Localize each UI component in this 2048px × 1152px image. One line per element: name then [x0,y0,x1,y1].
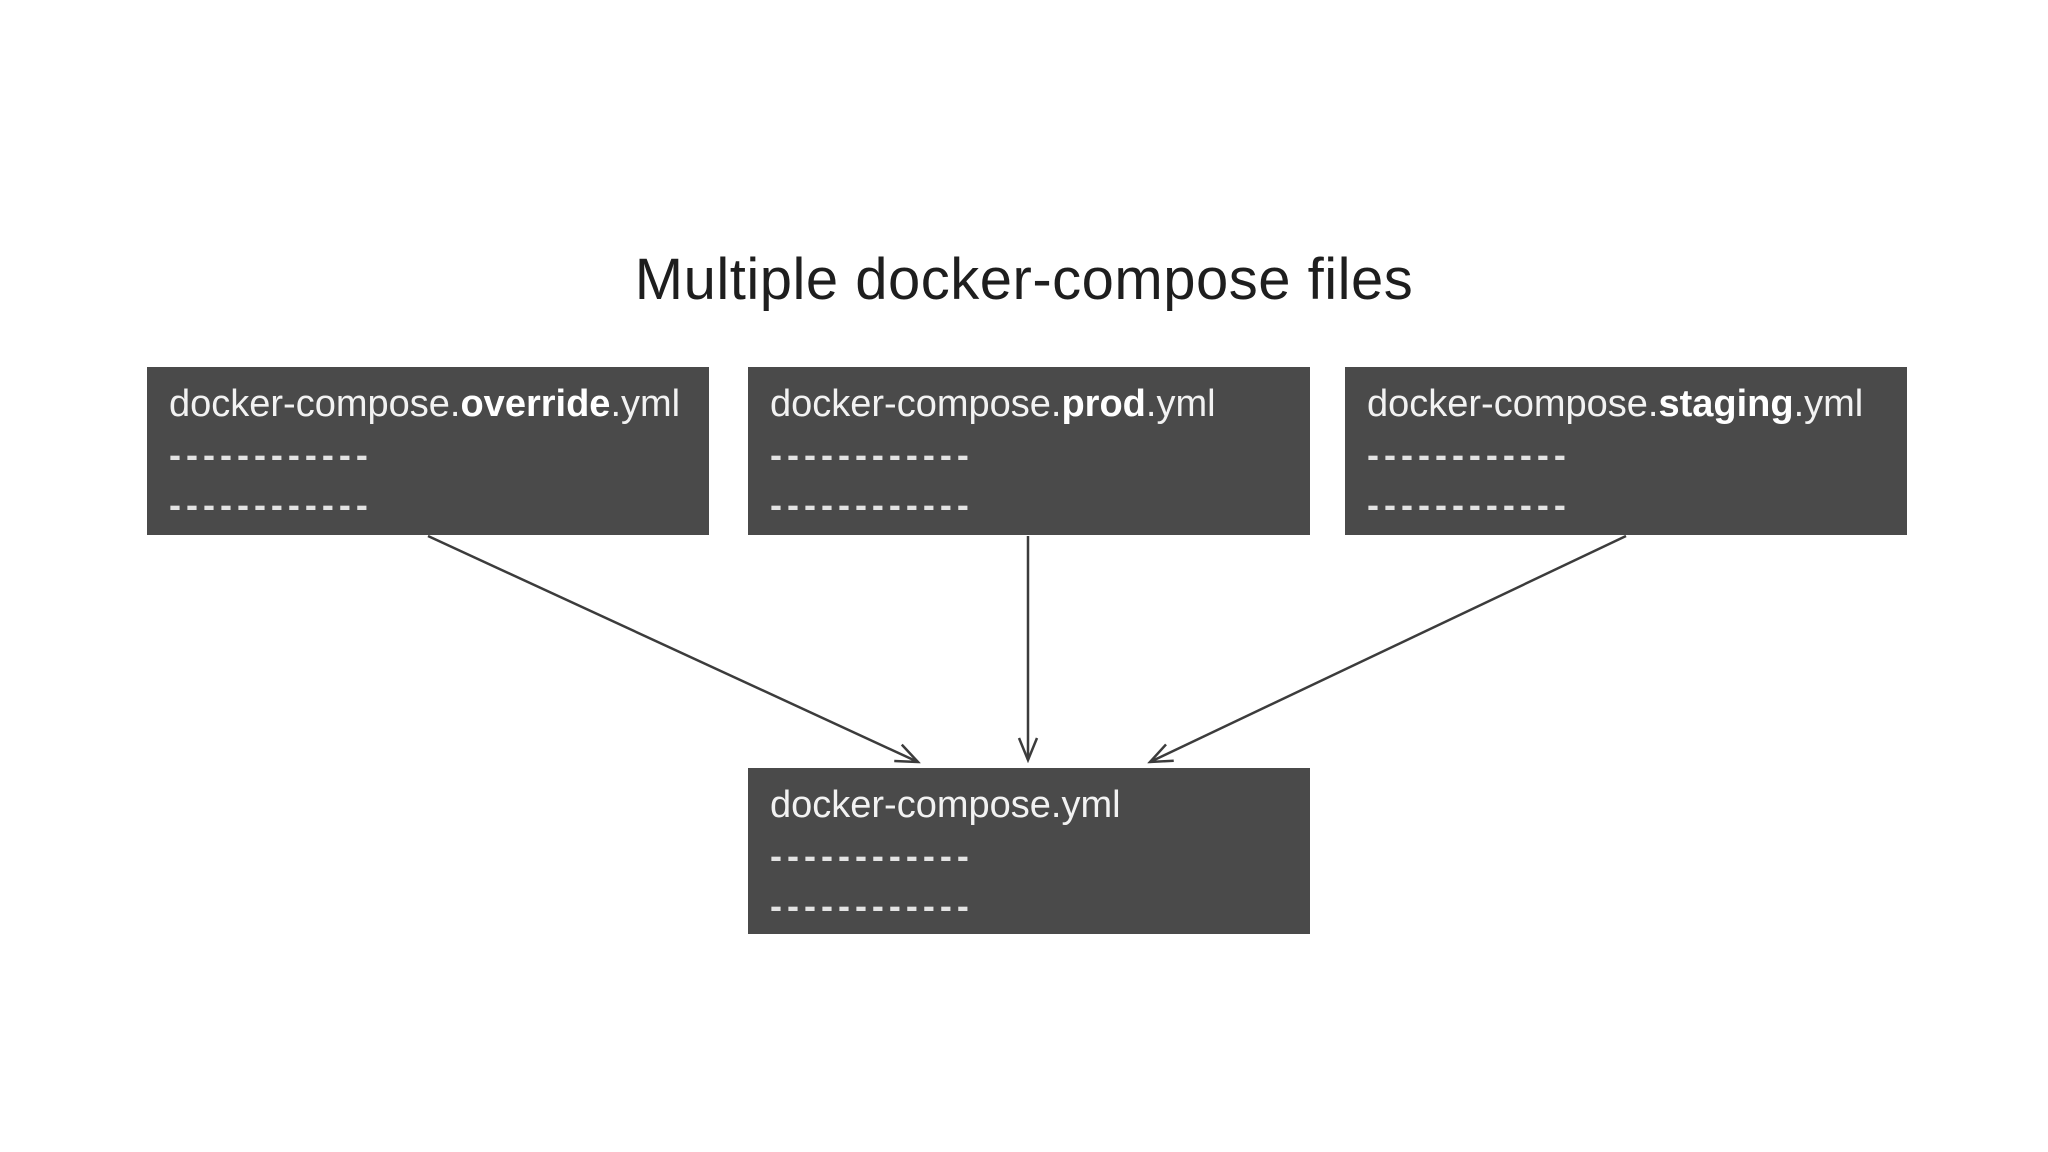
dash-placeholder-line: ------------ [1367,484,1571,525]
filename-suffix: .yml [610,383,681,425]
arrow-staging-to-base [1150,534,1627,762]
dash-placeholder-line: ------------ [169,434,373,475]
dash-placeholder-line: ------------ [1367,434,1571,475]
node-docker-compose-override: docker-compose.override.yml ------------… [147,367,709,535]
node-filename: docker-compose.prod.yml [770,379,1290,429]
arrow-override-to-base [427,534,918,762]
filename-emphasis: override [460,383,611,425]
dash-placeholder-line: ------------ [770,885,974,926]
node-docker-compose-staging: docker-compose.staging.yml ------------ … [1345,367,1907,535]
dash-placeholder-line: ------------ [169,484,373,525]
node-docker-compose-prod: docker-compose.prod.yml ------------ ---… [748,367,1310,535]
dash-placeholder-line: ------------ [770,835,974,876]
filename-prefix: docker-compose.yml [770,784,1121,826]
filename-suffix: .yml [1145,383,1216,425]
node-docker-compose-base: docker-compose.yml ------------ --------… [748,768,1310,934]
node-filename: docker-compose.staging.yml [1367,379,1887,429]
node-filename: docker-compose.override.yml [169,379,689,429]
filename-prefix: docker-compose. [1367,383,1659,425]
filename-emphasis: staging [1658,383,1794,425]
dash-placeholder-line: ------------ [770,434,974,475]
node-filename: docker-compose.yml [770,780,1290,830]
slide-title: Multiple docker-compose files [634,247,1414,312]
filename-suffix: .yml [1793,383,1864,425]
filename-prefix: docker-compose. [770,383,1062,425]
filename-prefix: docker-compose. [169,383,461,425]
filename-emphasis: prod [1061,383,1146,425]
dash-placeholder-line: ------------ [770,484,974,525]
